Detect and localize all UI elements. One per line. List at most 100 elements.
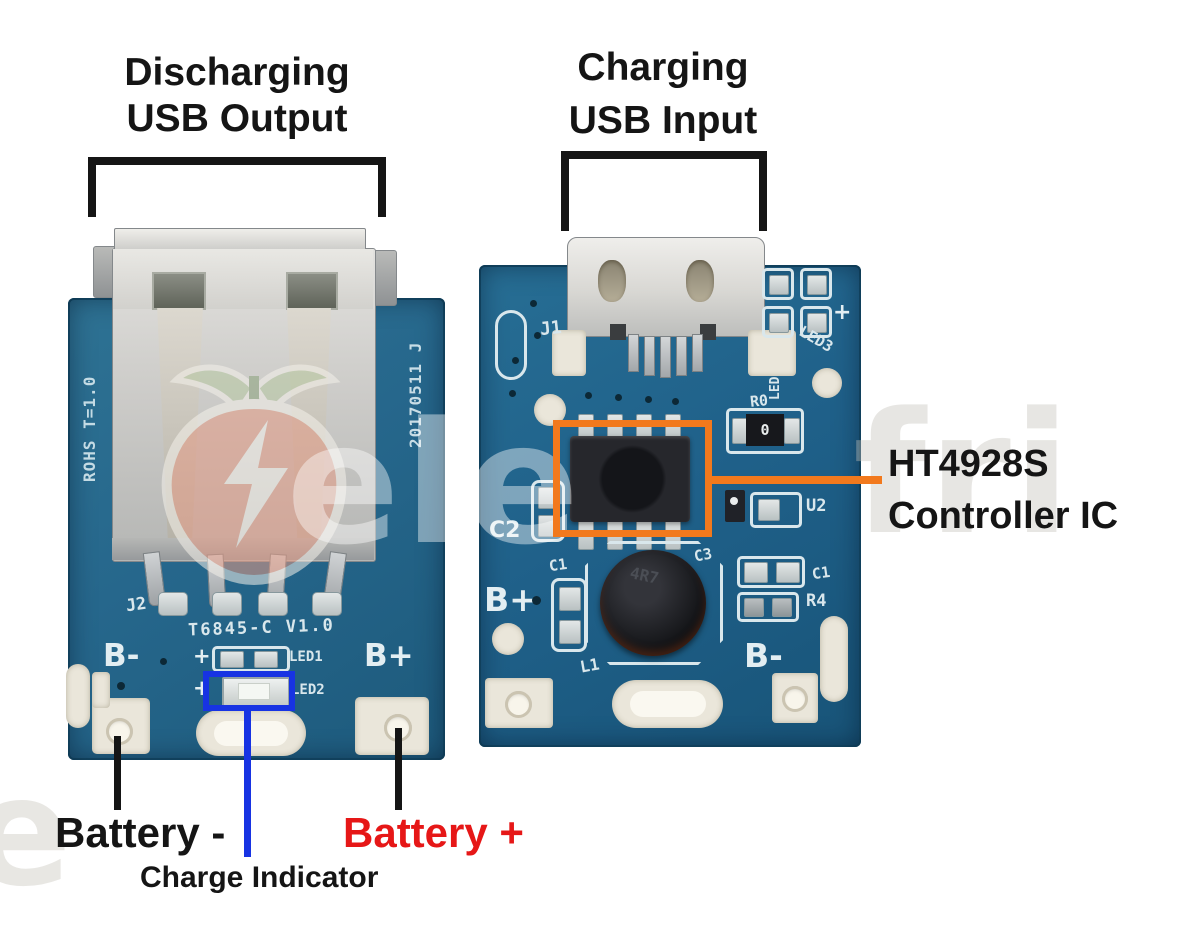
u2-component-dot: [730, 497, 738, 505]
via-dot: [534, 332, 541, 339]
charging-label-line2: USB Input: [568, 98, 758, 142]
usb-a-latch-window-1: [152, 272, 206, 310]
center-slot-hole: [630, 691, 706, 717]
c2-footprint: [531, 480, 565, 542]
led3-pad: [769, 313, 789, 333]
charging-usb-input-label: Charging USB Input: [553, 42, 773, 147]
r0-resistor: 0: [746, 414, 784, 446]
usb-a-latch-window-2: [286, 272, 338, 310]
controller-ic-highlight-box: [553, 420, 712, 537]
micro-usb-foot: [610, 324, 626, 340]
battery-plus-label: Battery +: [343, 809, 524, 856]
r0-pad: [784, 418, 800, 444]
via-dot: [585, 392, 592, 399]
c1-left-pad: [559, 620, 581, 644]
date-code-marking: 20170511 J: [406, 341, 425, 448]
c1-left-marking: C1: [547, 554, 569, 576]
via-dot: [117, 682, 125, 690]
solder-pad: [212, 592, 242, 616]
round-pad: [812, 368, 842, 398]
led3-pad-outline: [800, 306, 832, 338]
plus-marking: +: [833, 300, 852, 325]
c1-right-pad: [776, 562, 800, 583]
micro-usb-dimple-2: [686, 260, 714, 302]
led1-pad: [254, 651, 278, 668]
led3-pad: [807, 313, 827, 333]
via-dot: [509, 390, 516, 397]
via-dot: [530, 300, 537, 307]
via-dot: [615, 394, 622, 401]
led3-pad-outline: [762, 306, 794, 338]
led1-pad: [220, 651, 244, 668]
j1-marking: J1: [538, 316, 563, 341]
edge-slot: [820, 616, 848, 702]
battery-plus-pointer-line: [395, 728, 402, 810]
u2-marking: U2: [806, 496, 827, 516]
c1-left-pad: [559, 587, 581, 611]
u2-component: [725, 490, 745, 522]
via-dot: [532, 596, 541, 605]
micro-usb-dimple-1: [598, 260, 626, 302]
c1-right-footprint: [737, 556, 805, 588]
controller-ic-pointer-line: [710, 476, 882, 484]
via-dot: [160, 658, 167, 665]
controller-label-line2: Controller IC: [888, 495, 1119, 538]
strawberry-lightning-watermark-logo: [161, 364, 347, 586]
via-dot: [645, 396, 652, 403]
micro-usb-foot: [700, 324, 716, 340]
charging-label-line1: Charging: [577, 46, 749, 89]
r4-pad: [772, 598, 792, 617]
b-plus-marking-left-board: B+: [364, 638, 414, 674]
led1-marking: LED1: [289, 649, 323, 665]
led1-plus-marking: +: [193, 644, 211, 668]
b-minus-marking-right-board: B-: [744, 636, 783, 675]
charge-indicator-label: Charge Indicator: [140, 861, 379, 894]
led3-pad-outline: [800, 268, 832, 300]
c2-marking: C2: [489, 518, 521, 543]
center-slot-hole: [214, 721, 288, 746]
b-plus-marking-right-board: B+: [484, 580, 537, 619]
r0-footprint: [726, 408, 804, 454]
l1-inductor: [600, 550, 706, 656]
discharging-usb-output-label: Discharging USB Output: [107, 50, 367, 142]
discharging-label-line2: USB Output: [126, 97, 348, 141]
bottom-hole: [505, 691, 532, 718]
rohs-marking: ROHS T=1.0: [80, 375, 99, 482]
l1-marking: L1: [578, 654, 601, 677]
led2-marking: LED2: [291, 682, 325, 698]
l1-footprint: [585, 541, 723, 665]
led-vertical-marking: LED: [768, 376, 783, 400]
led3-pad: [769, 275, 789, 295]
charge-indicator-highlight-box: [203, 671, 295, 711]
solder-pad: [258, 592, 288, 616]
battery-minus-pointer-line: [114, 736, 121, 810]
charging-bracket: [561, 151, 767, 231]
battery-minus-label: Battery -: [55, 809, 226, 856]
j2-marking: J2: [124, 593, 148, 617]
u2-pad: [758, 499, 780, 521]
b-minus-marking-left-board: B-: [103, 638, 140, 674]
via-dot: [672, 398, 679, 405]
controller-ic-label: HT4928S Controller IC: [888, 438, 1118, 543]
discharging-label-line1: Discharging: [124, 51, 350, 94]
c1-right-marking: C1: [810, 562, 832, 584]
micro-usb-pin: [676, 336, 687, 376]
c3-marking: C3: [692, 544, 714, 566]
led1-footprint: [212, 646, 290, 672]
micro-usb-connector: [567, 237, 765, 337]
r4-footprint: [737, 592, 799, 622]
r4-marking: R4: [806, 591, 827, 611]
micro-usb-side-pad: [552, 330, 586, 376]
ht4928s-controller-ic: [570, 436, 690, 522]
micro-usb-pin: [644, 336, 655, 376]
r4-pad: [744, 598, 764, 617]
bottom-hole: [782, 686, 808, 712]
controller-label-line1: HT4928S: [888, 443, 1049, 485]
u2-footprint: [750, 492, 802, 528]
led3-pad-outline: [762, 268, 794, 300]
micro-usb-pin: [660, 336, 671, 378]
led3-pad: [807, 275, 827, 295]
charge-indicator-pointer-line: [244, 711, 251, 857]
solder-pad: [312, 592, 342, 616]
